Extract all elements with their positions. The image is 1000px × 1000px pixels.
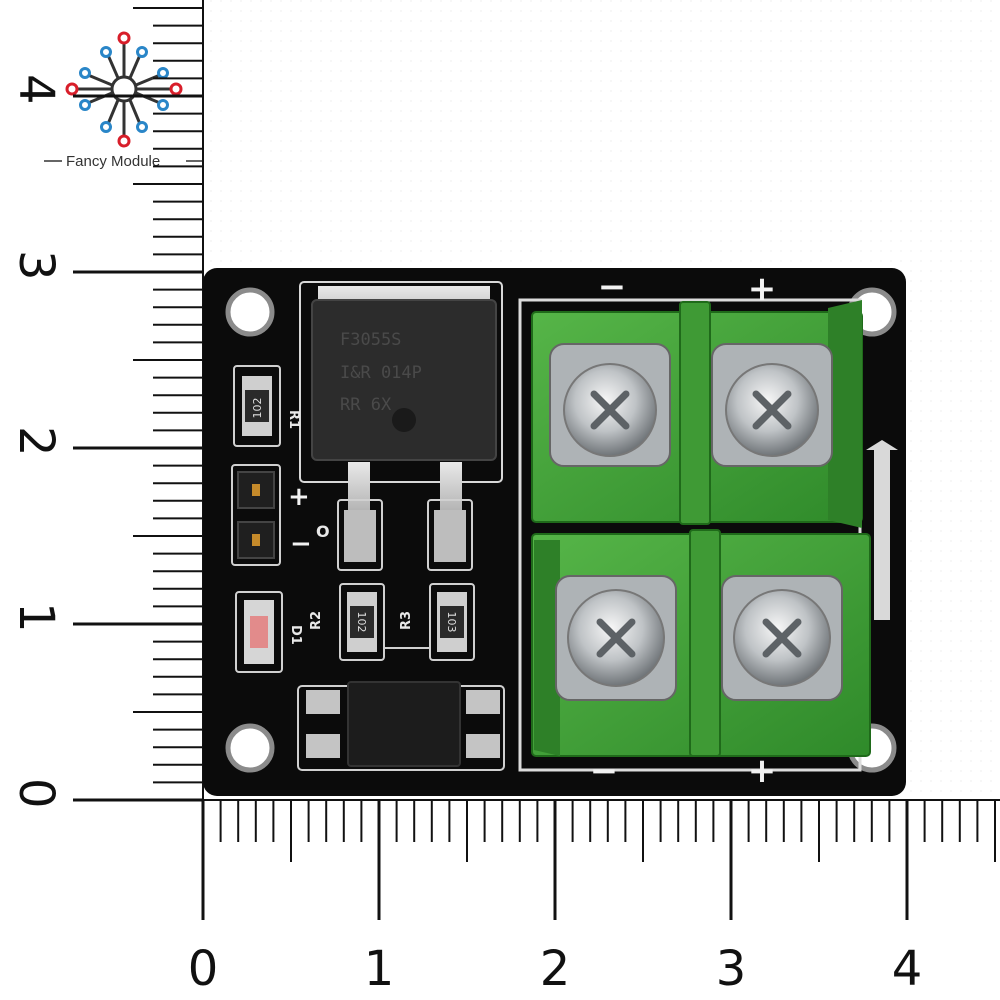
input-pad-contact: [252, 534, 260, 546]
x-label-1: 1: [364, 941, 395, 997]
x-label-0: 0: [188, 941, 219, 997]
optocoupler-pin: [466, 690, 500, 714]
d1-silk-outline: [235, 591, 283, 673]
mosfet-leg-source: [440, 462, 462, 522]
mosfet-marking-line3: RR 6X: [340, 395, 392, 415]
mosfet-module-board: − + − + F3055S I&R 014P RR 6X: [203, 267, 906, 796]
screw-top-right[interactable]: [711, 343, 833, 467]
screw-cross-slot: [590, 390, 630, 430]
top-plus-mark: +: [748, 269, 777, 309]
mosfet-silk-outline: [299, 281, 503, 483]
mounting-hole: [225, 287, 275, 337]
r3-silk-outline: [429, 583, 475, 661]
r2-silk-outline: [339, 583, 385, 661]
input-pads-outline: [231, 464, 281, 566]
screw-bottom-right[interactable]: [721, 575, 843, 701]
r3-code: 103: [445, 612, 458, 633]
r1-silk-outline: [233, 365, 281, 447]
optocoupler-chip: [297, 681, 505, 771]
brand-logo: Fancy Module: [44, 31, 204, 170]
resistor-r3: 103 R3: [399, 583, 475, 661]
r1-resistive-film: [245, 390, 269, 422]
vertical-ruler-ticks: [73, 7, 203, 802]
x-label-4: 4: [892, 941, 923, 997]
circuit-icon: [65, 31, 183, 148]
led-d1: D1: [235, 591, 303, 673]
terminal-divider-bottom: [689, 529, 721, 757]
top-minus-mark: −: [598, 267, 627, 307]
r1-label: R1: [286, 410, 301, 429]
screw-cross-slot: [762, 618, 802, 658]
y-label-0: 0: [8, 778, 64, 809]
screw-terminal-top: [531, 300, 863, 528]
screw-bottom-left[interactable]: [555, 575, 677, 701]
horizontal-ruler-ticks: [201, 800, 996, 920]
r2-label: R2: [309, 611, 324, 630]
pad-outline: [427, 499, 473, 571]
arrow-marking: [866, 440, 898, 620]
bottom-plus-mark: +: [748, 751, 777, 791]
input-plus-label: +: [288, 482, 310, 512]
mosfet-transistor: F3055S I&R 014P RR 6X: [299, 281, 503, 571]
r2-code: 102: [355, 612, 368, 633]
r3-resistive-film: [440, 606, 464, 638]
input-o-label: O: [316, 522, 330, 541]
optocoupler-pin: [306, 734, 340, 758]
input-minus-label: −: [290, 529, 312, 559]
y-label-4: 4: [8, 74, 64, 105]
r2-resistive-film: [350, 606, 374, 638]
mosfet-marking-line1: F3055S: [340, 330, 401, 350]
brand-name: Fancy Module: [66, 153, 160, 170]
mosfet-dimple: [392, 408, 416, 432]
mosfet-marking-line2: I&R 014P: [340, 363, 422, 383]
screw-cross-slot: [752, 390, 792, 430]
d1-lens: [250, 616, 268, 648]
optocoupler-pin: [466, 734, 500, 758]
solder-pad: [434, 510, 466, 562]
optocoupler-pin: [306, 690, 340, 714]
input-pad-contact: [252, 484, 260, 496]
y-label-2: 2: [8, 426, 64, 457]
d1-label: D1: [288, 625, 303, 645]
screw-cross-slot: [596, 618, 636, 658]
vertical-ruler: 0 1 2 3 4: [8, 0, 204, 809]
horizontal-ruler: 0 1 2 3 4: [188, 799, 1000, 997]
terminal-side-top: [828, 300, 862, 528]
mosfet-body: [311, 299, 497, 461]
x-label-3: 3: [716, 941, 747, 997]
r1-code: 102: [251, 398, 264, 419]
resistor-r2: 102 R2: [309, 583, 385, 661]
solder-pad: [344, 510, 376, 562]
y-label-1: 1: [8, 602, 64, 633]
screw-top-left[interactable]: [549, 343, 671, 467]
terminal-side-bottom: [534, 540, 560, 756]
optocoupler-body: [347, 681, 461, 767]
mounting-hole: [225, 723, 275, 773]
mosfet-leg-gate: [348, 462, 370, 522]
terminal-divider-top: [679, 301, 711, 525]
pad-outline: [337, 499, 383, 571]
screw-terminal-bottom: [531, 529, 871, 757]
r3-label: R3: [399, 611, 414, 630]
resistor-r1: 102 R1: [233, 365, 301, 447]
input-pads: + − O: [231, 464, 330, 566]
y-label-3: 3: [8, 250, 64, 281]
bottom-minus-mark: −: [590, 751, 619, 791]
x-label-2: 2: [540, 941, 571, 997]
